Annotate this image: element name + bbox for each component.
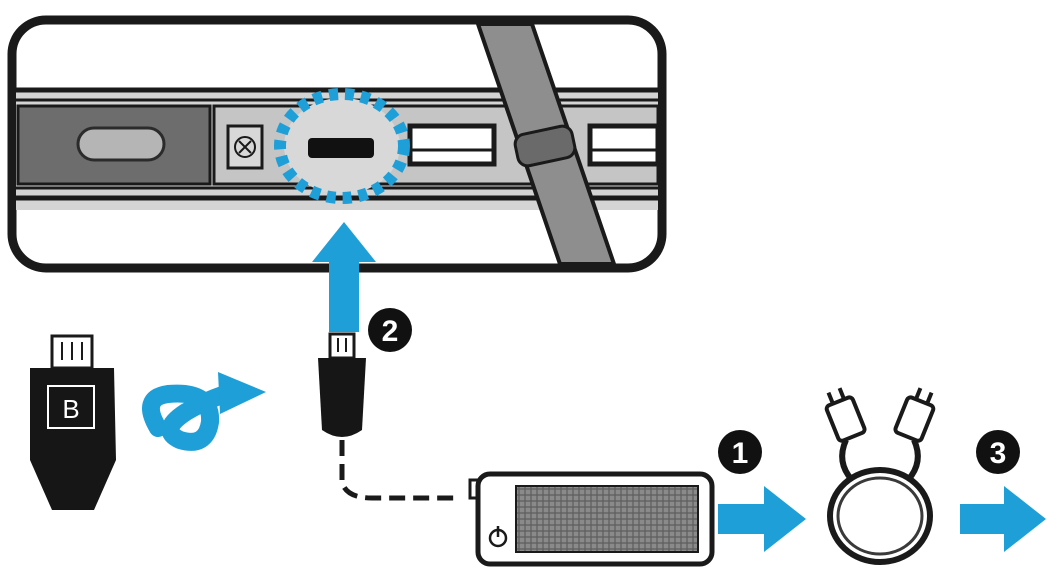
micro-usb-plug: [318, 332, 366, 437]
power-cord: [824, 387, 936, 565]
arrow-up-icon: [312, 222, 376, 332]
device-strap: [475, 22, 617, 266]
step-number: 1: [732, 437, 749, 470]
step-badge-3: 3: [976, 430, 1020, 474]
connector-letter: B: [62, 394, 79, 424]
power-icon: [488, 526, 508, 548]
usb-port-slot: [587, 123, 661, 167]
power-adapter: [468, 471, 715, 567]
arrow-right-icon: [718, 486, 806, 552]
step-badge-2: 2: [368, 308, 412, 352]
micro-usb-port: [274, 88, 410, 204]
device-side-panel: [7, 15, 667, 273]
usb-cable: [339, 440, 460, 501]
step-number: 2: [382, 315, 399, 348]
step-badge-1: 1: [718, 430, 762, 474]
usb-port-slot: [407, 123, 497, 167]
arrow-right-icon: [960, 486, 1046, 552]
rotate-arrow-icon: [142, 372, 266, 451]
reset-x-icon: [226, 124, 264, 170]
step-number: 3: [990, 437, 1007, 470]
connector-b: B: [30, 334, 116, 510]
